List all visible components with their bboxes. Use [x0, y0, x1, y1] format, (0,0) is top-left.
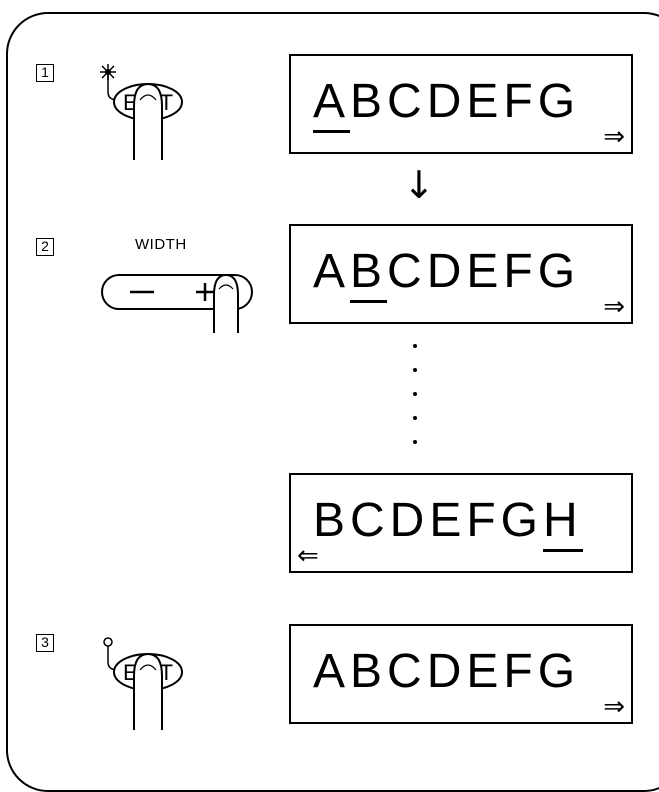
lcd-display-2-text: ABCDEFG: [313, 245, 580, 303]
flow-down-arrow-icon: ↓: [403, 163, 435, 207]
width-button-title: WIDTH: [135, 236, 187, 253]
lcd-display-4: ABCDEFG ⇒: [289, 624, 633, 724]
lamp-lit-icon: [100, 64, 119, 101]
finger-icon: [213, 273, 239, 333]
step-1-number: 1: [36, 64, 54, 82]
lcd-display-1-text: ABCDEFG: [313, 75, 580, 133]
lcd-display-3: BCDEFGH ⇐: [289, 473, 633, 573]
finger-icon: [133, 652, 163, 730]
lcd-display-2: ABCDEFG ⇒: [289, 224, 633, 324]
scroll-right-arrow-icon: ⇒: [603, 292, 625, 322]
width-button-illustration: [101, 273, 253, 333]
scroll-left-arrow-icon: ⇐: [297, 541, 319, 571]
edit-button-lit-illustration: EDIT: [100, 64, 183, 160]
cursor-char: A: [313, 75, 351, 133]
finger-icon: [133, 82, 163, 160]
cursor-char: B: [350, 245, 388, 303]
lcd-display-3-text: BCDEFGH: [313, 494, 583, 552]
cursor-char: H: [543, 494, 583, 552]
scroll-right-arrow-icon: ⇒: [603, 122, 625, 152]
continuation-dot: [413, 392, 417, 396]
continuation-dot: [413, 344, 417, 348]
scroll-right-arrow-icon: ⇒: [603, 692, 625, 722]
edit-button-off-illustration: EDIT: [103, 637, 183, 730]
lcd-display-4-text: ABCDEFG: [313, 645, 581, 698]
lcd-display-1: ABCDEFG ⇒: [289, 54, 633, 154]
continuation-dot: [413, 368, 417, 372]
continuation-dot: [413, 440, 417, 444]
step-2-number: 2: [36, 238, 54, 256]
continuation-dot: [413, 416, 417, 420]
step-3-number: 3: [36, 634, 54, 652]
